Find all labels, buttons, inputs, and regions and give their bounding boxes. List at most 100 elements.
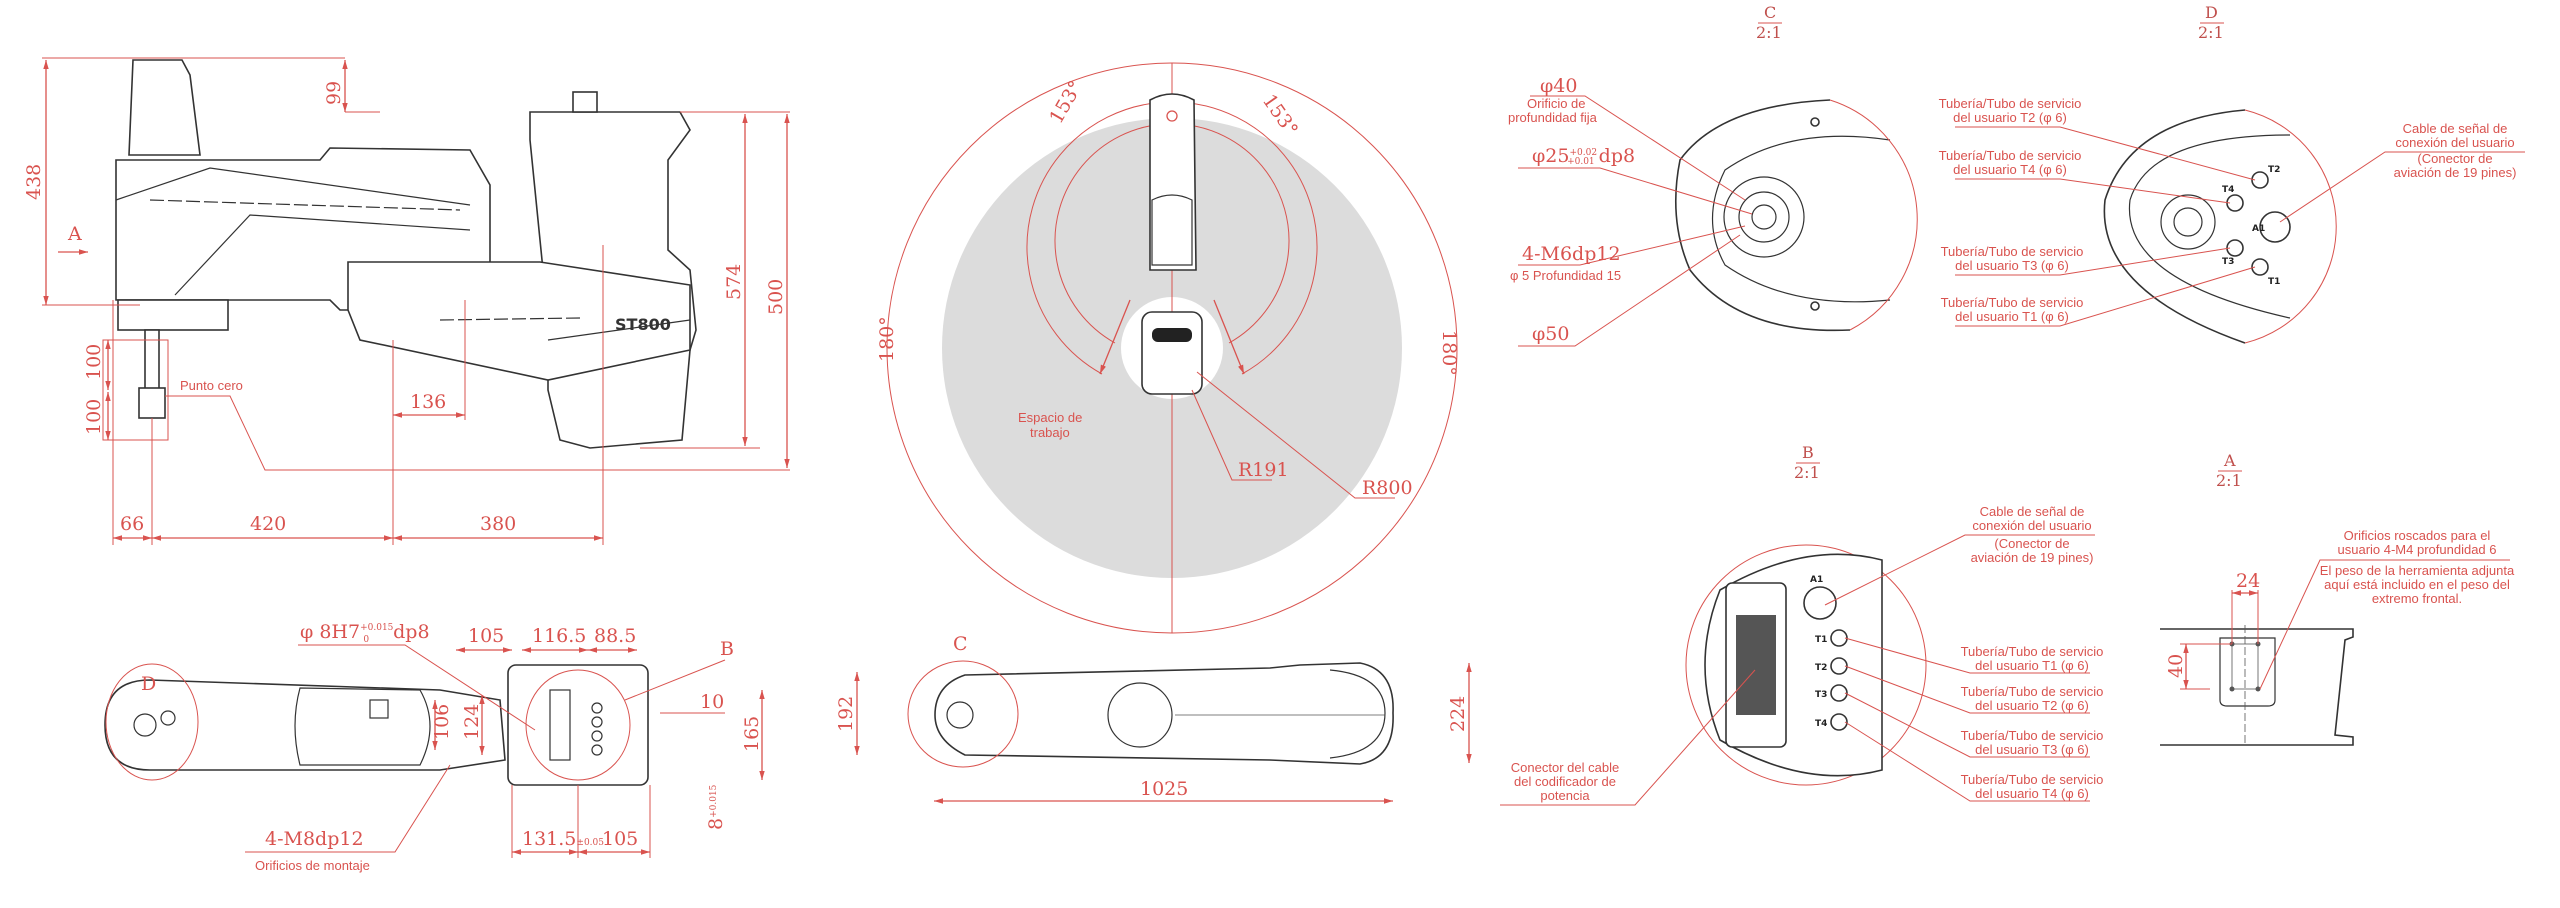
workspace-label-1: Espacio de <box>1018 410 1082 425</box>
hole40-dia: φ40 <box>1540 75 1577 97</box>
cable-label-3: (Conector de <box>2417 151 2492 166</box>
dim-1025: 1025 <box>1140 778 1188 800</box>
detail-d-scale: 2:1 <box>2198 23 2224 42</box>
port-t4: T4 <box>1815 719 1827 729</box>
dim-88-5: 88.5 <box>594 625 636 647</box>
cable-label-1: Cable de señal de <box>1980 504 2085 519</box>
radius-inner: R191 <box>1238 459 1289 481</box>
thread-spec: 4-M6dp12 <box>1522 243 1621 265</box>
view-marker-a: A <box>67 223 82 245</box>
detail-d-marker: D <box>141 673 156 695</box>
port-t1: T1 <box>1815 635 1827 645</box>
note-line-2: usuario 4-M4 profundidad 6 <box>2338 542 2497 557</box>
rotation-label-left: 180° <box>876 316 898 362</box>
side-view: ST800 438 99 A 100 100 Punto cero 136 <box>23 57 790 545</box>
mount-thread-spec: 4-M8dp12 <box>265 828 364 850</box>
detail-a-scale: 2:1 <box>2216 471 2242 490</box>
t2-label-2: del usuario T2 (φ 6) <box>1953 110 2067 125</box>
dim-100-upper: 100 <box>83 344 105 380</box>
dim-500: 500 <box>765 279 787 315</box>
dim-438: 438 <box>23 164 45 200</box>
t4-label-1: Tubería/Tubo de servicio <box>1939 148 2082 163</box>
rotation-label-right: 180° <box>1438 330 1460 376</box>
t3-label-1: Tubería/Tubo de servicio <box>1941 244 2084 259</box>
detail-c-scale: 2:1 <box>1756 23 1782 42</box>
dim-116-5: 116.5 <box>532 625 586 647</box>
detail-c-circle <box>907 660 1019 768</box>
robot-side-outline: ST800 <box>115 59 697 449</box>
t4-label-2: del usuario T4 (φ 6) <box>1975 786 2089 801</box>
dim-99: 99 <box>323 81 345 105</box>
cable-label-2: conexión del usuario <box>2395 135 2514 150</box>
dim-105-bottom: 105 <box>602 828 638 850</box>
t3-label-2: del usuario T3 (φ 6) <box>1975 742 2089 757</box>
port-a1: A1 <box>1810 575 1823 585</box>
dim-106: 106 <box>431 704 453 740</box>
t3-label-2: del usuario T3 (φ 6) <box>1955 258 2069 273</box>
dim-8: 8+0.015 <box>705 784 727 830</box>
t1-label-2: del usuario T1 (φ 6) <box>1955 309 2069 324</box>
detail-a: A 2:1 24 40 Orificios roscados para el u… <box>2160 451 2515 746</box>
detail-b-scale: 2:1 <box>1794 463 1820 482</box>
t3-label-1: Tubería/Tubo de servicio <box>1961 728 2104 743</box>
cable-label-4: aviación de 19 pines) <box>1971 550 2094 565</box>
dim-420: 420 <box>250 513 286 535</box>
detail-d-title: D <box>2205 3 2218 22</box>
detail-b: B 2:1 A1 T1 T2 T3 T4 Cable de señal de c… <box>1500 443 2104 806</box>
hole40-line1: Orificio de <box>1527 96 1586 111</box>
cable-label-3: (Conector de <box>1994 536 2069 551</box>
dim-131-5: 131.5±0.05 <box>522 828 604 850</box>
t1-label-1: Tubería/Tubo de servicio <box>1961 644 2104 659</box>
dim-380: 380 <box>480 513 516 535</box>
workspace-view: 153° 153° 180° 180° Espacio de trabajo R… <box>876 62 1460 634</box>
encoder-label-3: potencia <box>1540 788 1590 803</box>
dim-574: 574 <box>723 264 745 300</box>
note-line-5: extremo frontal. <box>2372 591 2462 606</box>
t1-label-2: del usuario T1 (φ 6) <box>1975 658 2089 673</box>
detail-d-circle <box>105 663 199 781</box>
dim-100-lower: 100 <box>83 399 105 435</box>
cable-label-2: conexión del usuario <box>1972 518 2091 533</box>
zero-point-label: Punto cero <box>180 378 243 393</box>
dim-24: 24 <box>2236 570 2260 592</box>
port-t4: T4 <box>2222 185 2234 195</box>
bottom-view: C 192 224 1025 <box>835 633 1472 804</box>
detail-b-marker: B <box>720 638 734 660</box>
thread-depth: φ 5 Profundidad 15 <box>1510 268 1621 283</box>
model-badge: ST800 <box>615 315 671 334</box>
detail-c-marker: C <box>953 633 968 655</box>
t4-label-2: del usuario T4 (φ 6) <box>1953 162 2067 177</box>
dim-66: 66 <box>120 513 144 535</box>
port-t2: T2 <box>1815 663 1827 673</box>
t2-label-1: Tubería/Tubo de servicio <box>1961 684 2104 699</box>
side-view-dimensions: 438 99 A 100 100 Punto cero 136 66 420 <box>23 57 790 545</box>
detail-b-title: B <box>1802 443 1814 462</box>
cable-label-4: aviación de 19 pines) <box>2394 165 2517 180</box>
port-t1: T1 <box>2268 277 2280 287</box>
port-t3: T3 <box>1815 690 1827 700</box>
dim-105-top: 105 <box>468 625 504 647</box>
detail-c-title: C <box>1764 3 1776 22</box>
encoder-label-2: del codificador de <box>1514 774 1616 789</box>
note-line-1: Orificios roscados para el <box>2344 528 2491 543</box>
detail-a-title: A <box>2223 451 2236 470</box>
note-line-4: aquí está incluido en el peso del <box>2324 577 2510 592</box>
dim-224: 224 <box>1447 696 1469 732</box>
port-t2: T2 <box>2268 165 2280 175</box>
note-line-3: El peso de la herramienta adjunta <box>2320 563 2515 578</box>
t4-label-1: Tubería/Tubo de servicio <box>1961 772 2104 787</box>
dim-124: 124 <box>461 704 483 740</box>
detail-c: C 2:1 φ40 Orificio de profundidad fija φ… <box>1508 3 1918 347</box>
workspace-label-2: trabajo <box>1030 425 1070 440</box>
port-t3: T3 <box>2222 257 2234 267</box>
t2-label-2: del usuario T2 (φ 6) <box>1975 698 2089 713</box>
dim-10: 10 <box>700 691 724 713</box>
mount-holes-label: Orificios de montaje <box>255 858 370 873</box>
port-a1: A1 <box>2252 224 2265 234</box>
dim-136: 136 <box>410 391 446 413</box>
encoder-label-1: Conector del cable <box>1511 760 1619 775</box>
